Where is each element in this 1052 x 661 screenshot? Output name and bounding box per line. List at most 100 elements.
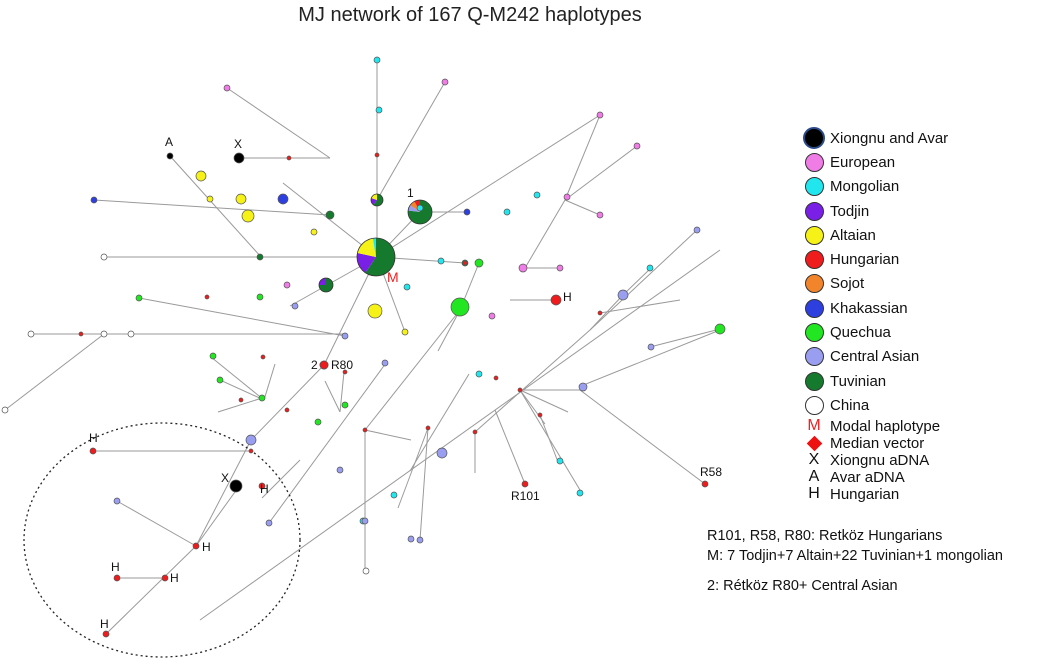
pie-slice xyxy=(372,238,376,257)
pie-slice xyxy=(373,194,384,207)
network-edge xyxy=(419,427,429,541)
haplotype-node xyxy=(1,406,9,414)
legend-circle-icon xyxy=(802,199,826,223)
node-label-h6: H xyxy=(100,617,109,631)
pie-slice xyxy=(356,252,376,273)
node-label-h-right: H xyxy=(563,290,572,304)
legend-label: China xyxy=(830,396,870,414)
network-edge xyxy=(364,309,461,431)
legend-item: Tuvinian xyxy=(802,369,1052,393)
hungarian-cluster-outline xyxy=(23,422,301,658)
node-label-h2: H xyxy=(260,482,269,496)
haplotype-node xyxy=(401,328,409,336)
legend-item: China xyxy=(802,393,1052,417)
legend-label: Median vector xyxy=(830,434,925,452)
haplotype-node xyxy=(325,210,335,220)
haplotype-node xyxy=(256,293,264,301)
network-edge xyxy=(494,409,526,485)
network-edge xyxy=(580,329,721,387)
network-edge xyxy=(268,362,387,524)
haplotype-node xyxy=(362,567,370,575)
haplotype-node xyxy=(265,519,273,527)
node-label-a: A xyxy=(165,135,173,149)
haplotype-node xyxy=(342,369,348,375)
network-edge xyxy=(474,329,591,433)
network-edge xyxy=(364,429,412,441)
network-edge xyxy=(210,356,265,401)
haplotype-node xyxy=(258,482,266,490)
haplotype-node xyxy=(284,407,290,413)
network-edge xyxy=(339,371,345,413)
haplotype-node xyxy=(647,343,655,351)
haplotype-node xyxy=(633,142,641,150)
network-edge xyxy=(649,328,721,348)
haplotype-node xyxy=(416,204,424,212)
legend-label: Hungarian xyxy=(830,251,900,269)
haplotype-node xyxy=(576,489,584,497)
network-edge xyxy=(219,379,265,401)
network-edge xyxy=(323,256,378,366)
legend-circle-icon xyxy=(802,345,826,369)
legend-label: Central Asian xyxy=(830,348,920,366)
haplotype-node xyxy=(472,429,478,435)
legend-circle-icon xyxy=(802,126,826,150)
network-edge xyxy=(437,309,461,352)
legend-label: Mongolian xyxy=(830,178,900,196)
legend-label: Khakassian xyxy=(830,299,908,317)
node-label-r58: R58 xyxy=(700,465,722,479)
haplotype-node xyxy=(714,323,726,335)
haplotype-node xyxy=(517,387,523,393)
haplotype-node xyxy=(617,289,629,301)
legend-circle-icon xyxy=(802,223,826,247)
haplotype-node xyxy=(277,193,289,205)
haplotype-node xyxy=(416,536,424,544)
haplotype-node xyxy=(223,84,231,92)
legend-label: Avar aDNA xyxy=(830,468,905,486)
haplotype-node xyxy=(248,448,254,454)
legend-label: Xiongnu and Avar xyxy=(830,129,949,147)
network-edge xyxy=(579,389,706,485)
node-label-h1: H xyxy=(89,431,98,445)
haplotype-node xyxy=(488,312,496,320)
legend-circle-icon xyxy=(802,393,826,417)
haplotype-node xyxy=(361,517,369,525)
haplotype-node xyxy=(166,152,174,160)
legend-item: Sojot xyxy=(802,272,1052,296)
pie-slice xyxy=(319,278,326,285)
haplotype-node xyxy=(436,447,448,459)
pie-slice xyxy=(371,198,377,205)
network-edge xyxy=(116,500,197,547)
legend-circle-icon xyxy=(802,369,826,393)
network-edge xyxy=(217,397,263,413)
haplotype-node xyxy=(235,193,247,205)
haplotype-node xyxy=(260,354,266,360)
legend-label: Altaian xyxy=(830,226,876,244)
haplotype-node xyxy=(127,330,135,338)
network-edge xyxy=(564,145,638,201)
note-modal: M: 7 Todjin+7 Altain+22 Tuvinian+1 mongo… xyxy=(707,548,1003,564)
haplotype-node xyxy=(192,542,200,550)
haplotype-node xyxy=(362,427,368,433)
haplotype-node xyxy=(135,294,143,302)
network-edge xyxy=(564,114,601,201)
legend-circle-icon xyxy=(802,150,826,174)
haplotype-node xyxy=(319,360,329,370)
note-two: 2: Rétköz R80+ Central Asian xyxy=(707,578,898,594)
network-edges xyxy=(4,60,721,635)
legend-item: Quechua xyxy=(802,320,1052,344)
haplotype-node xyxy=(373,56,381,64)
haplotype-pie-node xyxy=(318,277,334,293)
haplotype-node xyxy=(113,497,121,505)
haplotype-node xyxy=(310,228,318,236)
node-label-1: 1 xyxy=(407,186,414,200)
pie-outline xyxy=(370,193,384,207)
network-edge xyxy=(169,155,263,259)
legend-letter-icon: M xyxy=(807,417,821,435)
haplotype-node-1 xyxy=(407,199,433,225)
